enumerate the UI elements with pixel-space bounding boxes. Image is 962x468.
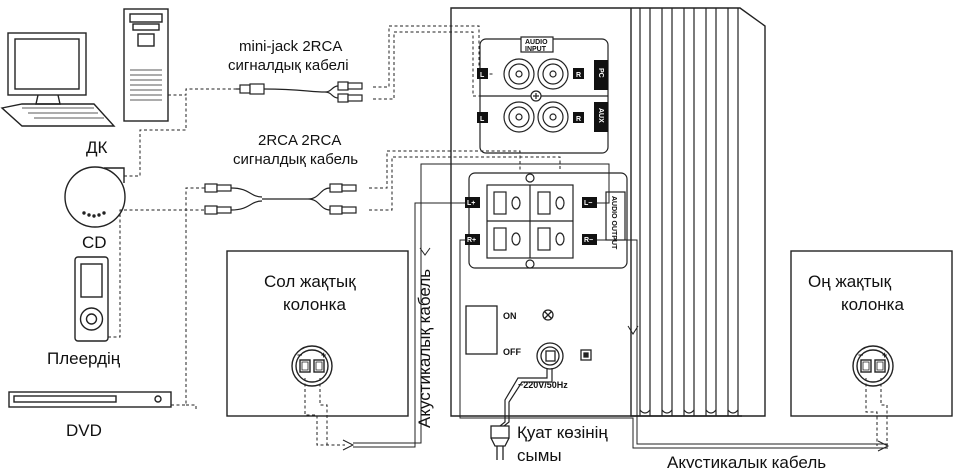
left-speaker-label-2: колонка — [283, 295, 346, 314]
switch-off-label: OFF — [503, 347, 521, 357]
output-Rminus-label: R− — [584, 237, 593, 244]
player-label: Плеердің — [47, 349, 121, 368]
input-aux-R-label: R — [576, 116, 581, 123]
audio-output-panel — [468, 172, 628, 269]
audio-input-text-2: INPUT — [525, 46, 547, 53]
power-cord-label-1: Қуат көзінің — [517, 423, 608, 442]
speaker-wires — [342, 163, 890, 452]
cd-device-icon — [64, 166, 126, 228]
audio-input-labels — [477, 60, 608, 132]
input-pc-label: PC — [597, 68, 604, 78]
audio-input-text-1: AUDIO — [525, 39, 548, 46]
output-Rplus-label: R+ — [467, 237, 476, 244]
pc-tower-icon — [123, 8, 169, 122]
output-Lminus-label: L− — [584, 200, 592, 207]
pc-label: ДК — [86, 138, 108, 157]
audio-output-text: AUDIO OUTPUT — [610, 196, 617, 250]
minijack-cable-label-2: сигналдық кабелі — [228, 57, 349, 74]
input-pc-L-label: L — [480, 72, 485, 79]
switch-on-label: ON — [503, 311, 517, 321]
audio-output-tags — [465, 197, 597, 245]
speaker-cable-bottom-label: Акустикалық кабель — [667, 453, 826, 468]
minijack-cable-label-1: mini-jack 2RCA — [239, 38, 342, 55]
power-switch[interactable] — [466, 306, 497, 354]
input-aux-L-label: L — [480, 116, 485, 123]
rca-cable — [204, 183, 357, 215]
power-cord-label-2: сымы — [517, 446, 562, 465]
cd-label: CD — [82, 233, 107, 252]
subwoofer-cabinet — [450, 7, 766, 417]
voltage-label: ~220V/50Hz — [518, 380, 568, 390]
rca-cable-label-2: сигналдық кабель — [233, 151, 358, 168]
right-speaker-plus: + — [882, 350, 887, 360]
rca-cable-label-1: 2RCA 2RCA — [258, 132, 341, 149]
minijack-cable — [236, 81, 363, 103]
input-pc-R-label: R — [576, 72, 581, 79]
pc-device — [0, 8, 169, 127]
right-speaker-label-2: колонка — [841, 295, 904, 314]
left-speaker-label-1: Сол жақтық — [264, 272, 356, 291]
heatsink-fins — [639, 8, 739, 416]
power-cord — [499, 368, 553, 427]
dvd-label: DVD — [66, 421, 102, 440]
output-Lplus-label: L+ — [467, 200, 475, 207]
signal-wires — [108, 25, 561, 410]
power-plug-icon — [490, 425, 510, 460]
input-aux-label: AUX — [597, 108, 604, 123]
speaker-terminal-wires — [304, 378, 888, 447]
pc-monitor-icon — [0, 32, 116, 127]
right-speaker-label-1: Оң жақтық — [808, 272, 892, 291]
player-device-icon — [74, 256, 109, 342]
audio-input-panel — [479, 36, 609, 154]
power-controls — [465, 305, 592, 370]
left-speaker-minus: − — [297, 350, 302, 360]
left-speaker — [226, 250, 409, 417]
speaker-cable-vertical-label: Акустикалық кабель — [415, 269, 434, 428]
left-speaker-plus: + — [321, 350, 326, 360]
dvd-device-icon — [8, 391, 172, 408]
right-speaker — [790, 250, 953, 417]
right-speaker-minus: − — [858, 350, 863, 360]
